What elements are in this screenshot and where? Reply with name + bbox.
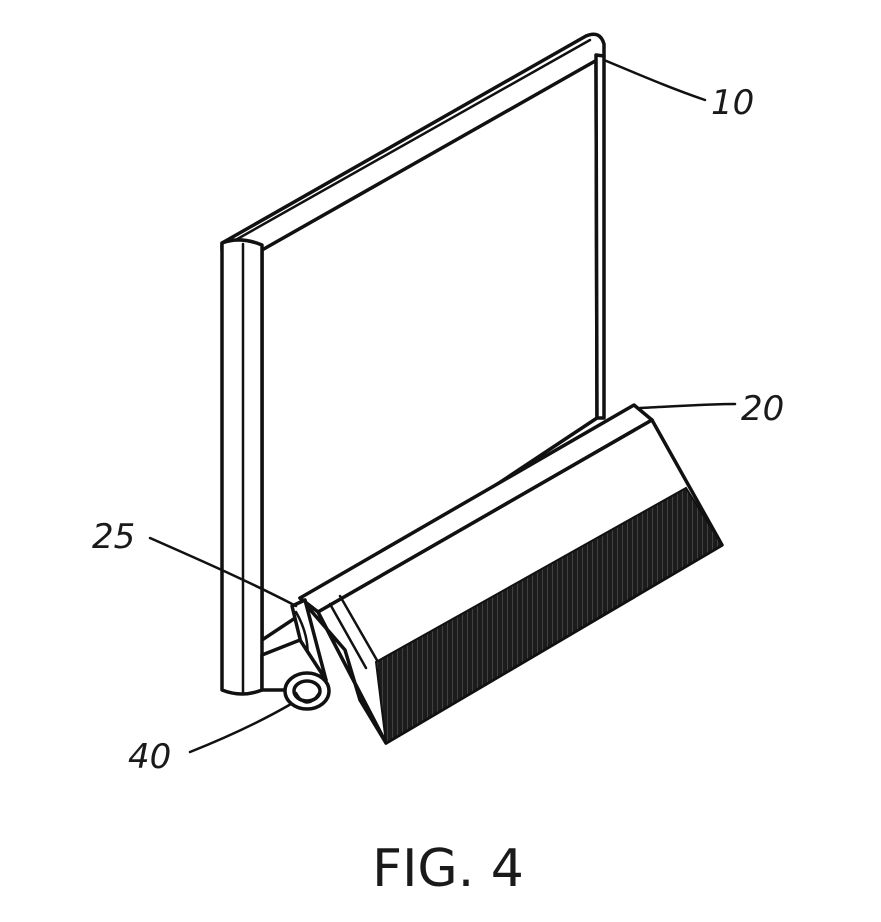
leader-line-10 (602, 58, 707, 102)
panel-10 (220, 32, 606, 696)
leader-lines (148, 58, 737, 754)
brush-housing-20 (298, 403, 724, 745)
label-40: 40 (128, 737, 171, 777)
brush-bristles (374, 486, 724, 745)
label-25: 25 (92, 517, 135, 557)
leader-line-40 (188, 702, 293, 754)
leader-line-25 (148, 536, 298, 608)
figure-caption: FIG. 4 (372, 839, 524, 899)
leader-line-20 (638, 402, 737, 410)
roller-40 (283, 671, 331, 711)
label-20: 20 (741, 389, 784, 429)
label-10: 10 (711, 83, 754, 123)
